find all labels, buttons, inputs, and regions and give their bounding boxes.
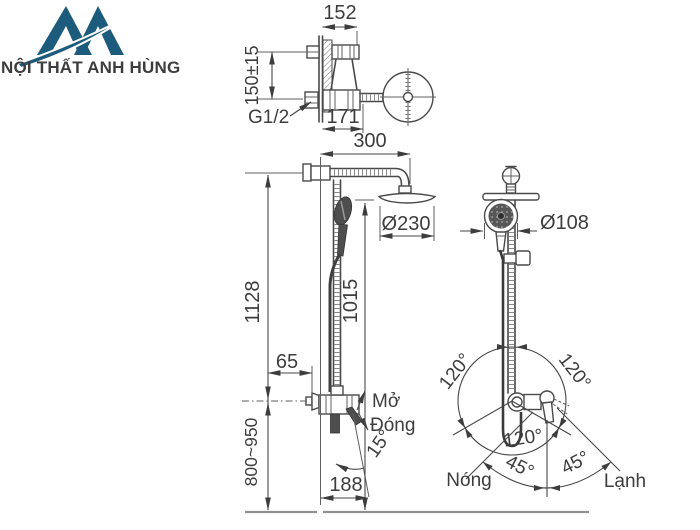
dim-depth: 171 xyxy=(326,106,359,128)
overhead-shower-front-view xyxy=(377,192,437,204)
head-connector xyxy=(398,185,412,194)
dim-arm-length: 300 xyxy=(353,130,386,152)
dim-inlet-spacing: 150±15 xyxy=(242,46,262,106)
overhead-shower-side-view xyxy=(482,192,540,201)
dim-swivel-right: 120° xyxy=(554,350,595,394)
wall-union-nut xyxy=(304,91,319,109)
dim-width: 152 xyxy=(323,2,356,24)
dim-head-diameter: Ø230 xyxy=(382,213,431,235)
hand-shower-side-view xyxy=(483,198,519,252)
bottom-fitting xyxy=(322,89,361,111)
dim-swivel-bottom: 120° xyxy=(502,425,544,451)
front-view-drawing: Mở Đóng 15° 300 Ø230 1015 1128 800~950 6… xyxy=(241,130,589,514)
brand-name: NỘI THẤT ANH HÙNG xyxy=(1,58,180,77)
label-thread-size: G1/2 xyxy=(248,107,289,128)
label-open: Mở xyxy=(372,391,400,412)
side-view-drawing: 120° 120° 120° 45° 45° Nóng Lạnh Ø108 xyxy=(435,165,646,497)
top-view-drawing: 152 150±15 171 G1/2 xyxy=(242,2,436,133)
wall-mount xyxy=(302,163,312,182)
top-fitting xyxy=(331,44,360,60)
shower-hose-side-view xyxy=(498,249,523,448)
swivel-range-circle xyxy=(457,346,567,456)
hand-shower-front-view xyxy=(333,196,353,257)
dim-valve-offset: 65 xyxy=(276,351,298,373)
dim-swivel-left: 120° xyxy=(435,350,476,394)
dim-total-height: 1128 xyxy=(242,280,264,323)
dim-handshower-height: 1015 xyxy=(340,279,362,324)
logo-mark-right-a xyxy=(74,6,124,55)
dim-install-height: 800~950 xyxy=(241,417,261,486)
dim-mix-cold-angle: 45° xyxy=(558,447,593,479)
slider-bracket xyxy=(503,253,518,264)
label-hot: Nóng xyxy=(446,470,491,491)
shower-hose-front-view xyxy=(328,253,342,392)
mixer-valve-side-view xyxy=(507,390,570,424)
wall-flange xyxy=(322,39,333,113)
anh-hung-logo: NỘI THẤT ANH HÙNG xyxy=(1,6,180,77)
valve-lever-side xyxy=(541,401,555,424)
logo-swoosh xyxy=(15,6,142,70)
dim-base-depth: 188 xyxy=(329,474,362,496)
label-cold: Lạnh xyxy=(604,471,646,492)
mixer-valve-front-view xyxy=(242,385,363,434)
label-close: Đóng xyxy=(370,415,415,436)
dim-handshower-diameter: Ø108 xyxy=(540,212,589,234)
valve-spout xyxy=(330,413,340,434)
